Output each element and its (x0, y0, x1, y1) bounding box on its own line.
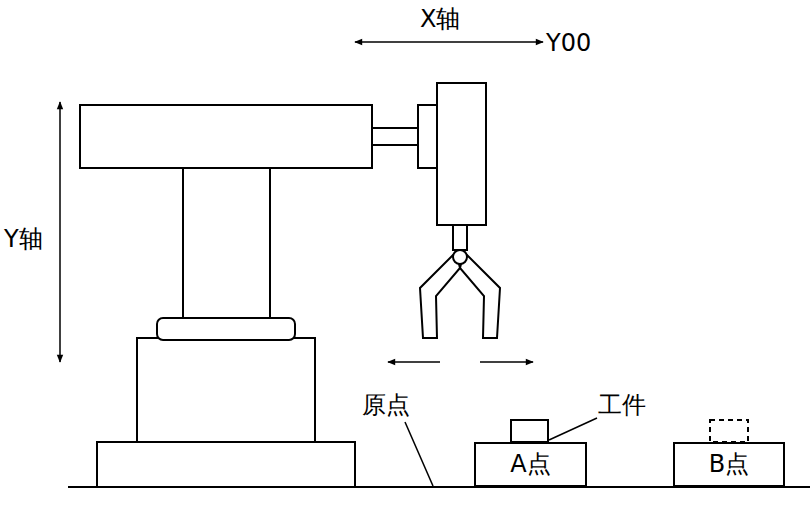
pedestal-cap (157, 318, 295, 340)
robot-pedestal (137, 338, 315, 442)
robot-arm (80, 105, 372, 168)
axis-label: 原点 (362, 392, 410, 418)
leader-line (549, 418, 597, 440)
x-axis-arrow (355, 41, 543, 43)
gripper-body (437, 83, 486, 225)
grip-arrow (388, 361, 440, 363)
gripper-stem (453, 225, 467, 250)
axis-label: 工件 (598, 392, 646, 418)
axis-label: Y00 (546, 30, 591, 56)
gripper-finger (420, 252, 460, 338)
robot-column (183, 168, 270, 318)
station-box: A点 (474, 442, 587, 487)
gripper-pivot (453, 250, 467, 264)
arm-plate (418, 105, 437, 168)
axis-label: X轴 (420, 6, 460, 32)
workpiece-target (710, 420, 748, 442)
gripper-finger (460, 252, 500, 338)
robot-base (97, 442, 355, 487)
axis-label: Y轴 (4, 226, 43, 252)
leader-line (405, 422, 433, 486)
station-label: A点 (510, 451, 550, 477)
station-label: B点 (709, 451, 749, 477)
workpiece (511, 420, 548, 442)
station-box: B点 (673, 442, 785, 487)
arm-rod (372, 128, 418, 145)
grip-arrow (480, 361, 533, 363)
y-axis-arrow (59, 102, 61, 362)
